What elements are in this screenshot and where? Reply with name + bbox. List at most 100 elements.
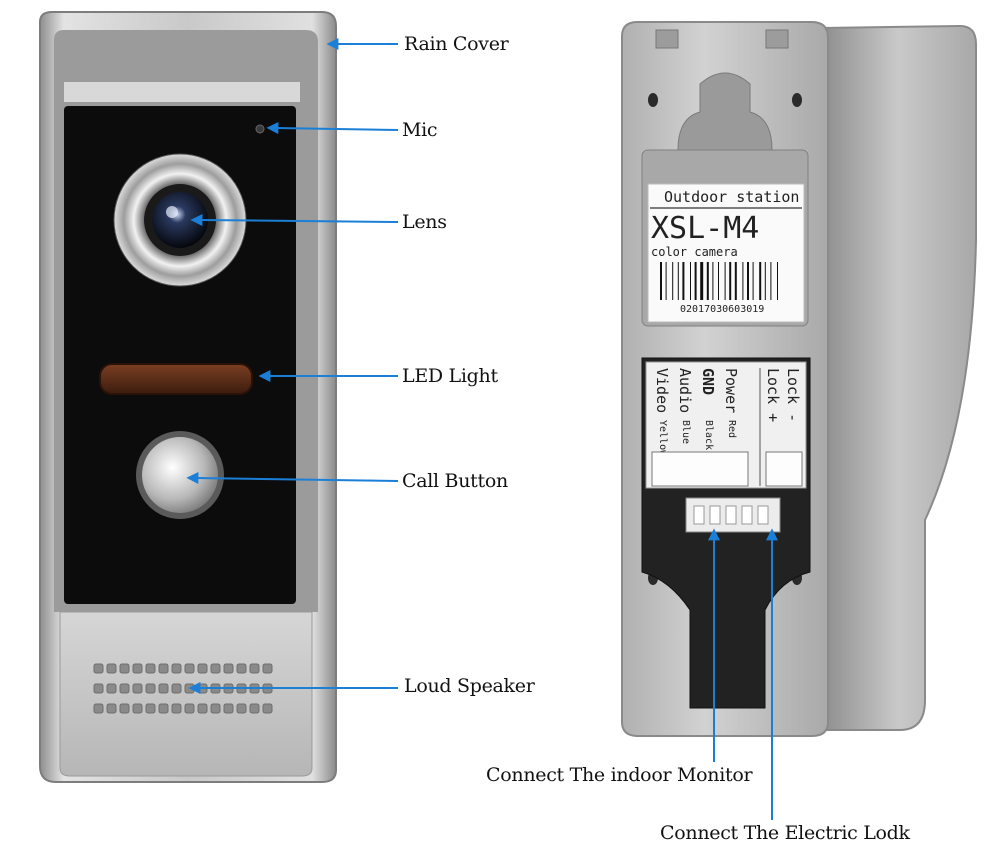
mic-hole	[255, 124, 265, 134]
arrow-lens	[190, 214, 399, 227]
arrow-call-button	[186, 472, 399, 485]
barcode-bar	[747, 262, 749, 300]
grille-hole	[106, 663, 117, 674]
connector-pin	[693, 505, 705, 525]
callout-indoor-monitor: Connect The indoor Monitor	[486, 764, 753, 786]
grille-hole	[197, 703, 208, 714]
barcode-bar	[718, 262, 719, 300]
grille-hole	[106, 683, 117, 694]
callout-rain-cover: Rain Cover	[404, 33, 509, 55]
grille-hole	[184, 663, 195, 674]
grille-hole	[184, 683, 195, 694]
callout-mic: Mic	[402, 119, 438, 141]
grille-hole	[262, 703, 273, 714]
lens-glint	[166, 206, 178, 218]
grille-hole	[236, 663, 247, 674]
speaker-grille-plate	[59, 611, 313, 777]
barcode-bar	[729, 262, 732, 300]
label-serial: 02017030603019	[680, 304, 764, 315]
arrow-mic	[266, 122, 399, 135]
callout-lens: Lens	[402, 211, 447, 233]
rear-side-wall	[819, 24, 977, 731]
grille-hole	[158, 703, 169, 714]
mount-keyhole-top	[677, 72, 773, 151]
grille-hole	[119, 703, 130, 714]
barcode-bar	[665, 262, 667, 300]
label-title: Outdoor station	[664, 188, 799, 206]
front-unit	[39, 11, 337, 783]
grille-hole	[236, 703, 247, 714]
grille-hole	[223, 703, 234, 714]
grille-hole	[119, 683, 130, 694]
connector-pin	[741, 505, 753, 525]
grille-hole	[210, 663, 221, 674]
wire-color-power: Red	[726, 420, 737, 438]
barcode-bar	[752, 262, 754, 300]
barcode-bar	[677, 262, 679, 300]
barcode-bar	[734, 262, 737, 300]
grille-hole	[210, 703, 221, 714]
lens-glass	[152, 192, 208, 248]
grille-hole	[249, 663, 260, 674]
barcode-bar	[759, 262, 762, 300]
rear-unit: Outdoor station XSL-M4 color camera 0201…	[621, 21, 977, 737]
terminal-block-lock	[765, 451, 803, 487]
grille-hole	[145, 663, 156, 674]
barcode-bar	[777, 262, 778, 300]
terminal-video: Video	[653, 368, 671, 413]
grille-hole	[119, 663, 130, 674]
callout-call-button: Call Button	[402, 470, 508, 492]
top-clip-right	[765, 29, 789, 49]
terminal-power: Power	[722, 368, 740, 413]
top-lip	[64, 82, 300, 102]
wire-color-gnd: Black	[703, 420, 714, 450]
call-button	[142, 437, 218, 513]
top-clip-left	[655, 29, 679, 49]
grille-hole	[145, 703, 156, 714]
barcode-bar	[700, 262, 704, 300]
label-subtitle: color camera	[651, 245, 738, 259]
terminal-lock-plus: Lock +	[764, 368, 782, 422]
grille-hole	[184, 703, 195, 714]
grille-hole	[106, 703, 117, 714]
grille-hole	[158, 683, 169, 694]
callout-electric-lock: Connect The Electric Lodk	[660, 822, 910, 844]
grille-hole	[93, 683, 104, 694]
screw-hole	[792, 93, 802, 107]
grille-hole	[132, 663, 143, 674]
terminal-block-main	[651, 451, 749, 487]
barcode-bar	[724, 262, 726, 300]
grille-hole	[171, 663, 182, 674]
terminal-lock-minus: Lock -	[784, 368, 802, 422]
grille-hole	[93, 663, 104, 674]
barcode-bar	[706, 262, 709, 300]
barcode-bar	[690, 262, 691, 300]
callout-arrows	[186, 38, 778, 820]
led-light-strip	[99, 363, 253, 395]
wire-color-audio: Blue	[680, 420, 691, 444]
barcode-bar	[764, 262, 766, 300]
label-model: XSL-M4	[651, 211, 759, 246]
grille-hole	[171, 683, 182, 694]
barcode-bar	[742, 262, 744, 300]
grille-hole	[171, 703, 182, 714]
barcode-bar	[694, 262, 697, 300]
terminal-gnd: GND	[699, 368, 717, 395]
grille-hole	[132, 683, 143, 694]
barcode-bar	[682, 262, 685, 300]
barcode	[660, 262, 778, 300]
callout-loud-speaker: Loud Speaker	[404, 675, 535, 697]
grille-hole	[93, 703, 104, 714]
connector-pins	[693, 505, 769, 525]
grille-hole	[262, 663, 273, 674]
grille-hole	[249, 703, 260, 714]
connector-pin	[757, 505, 769, 525]
barcode-bar	[672, 262, 674, 300]
barcode-bar	[770, 262, 772, 300]
grille-hole	[197, 663, 208, 674]
grille-hole	[145, 683, 156, 694]
callout-led-light: LED Light	[402, 365, 498, 387]
wire-color-video: Yellow	[657, 420, 668, 457]
barcode-bar	[712, 262, 714, 300]
